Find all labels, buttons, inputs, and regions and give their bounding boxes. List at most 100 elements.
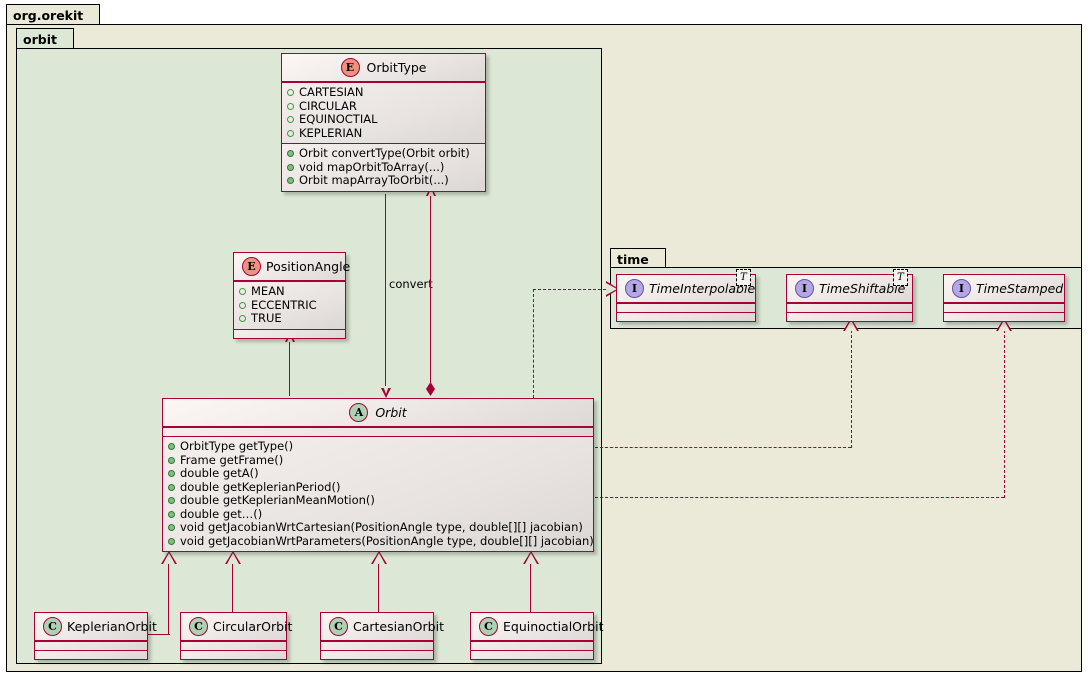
- class-header-orbittype: E OrbitType: [282, 54, 485, 82]
- package-time-label: time: [617, 251, 649, 267]
- method-row: void getJacobianWrtParameters(PositionAn…: [168, 534, 594, 549]
- class-methods-orbittype: Orbit convertType(Orbit orbit) void mapO…: [282, 143, 485, 191]
- class-header-circularorbit: C CircularOrbit: [181, 613, 292, 641]
- edge-keplerian-h: [148, 634, 170, 636]
- class-badge-icon: C: [329, 617, 348, 636]
- interface-badge-icon: I: [952, 279, 971, 298]
- class-box-orbittype[interactable]: E OrbitType CARTESIAN CIRCULAR EQUINOCTI…: [281, 53, 486, 192]
- public-method-bullet-icon: [168, 470, 175, 478]
- class-badge-icon: C: [479, 617, 498, 636]
- public-method-bullet-icon: [168, 443, 175, 451]
- package-orbit-tab: orbit: [16, 28, 74, 49]
- class-methods-cartesianorbit: [321, 650, 433, 659]
- class-header-keplerianorbit: C KeplerianOrbit: [35, 613, 157, 641]
- class-header-orbit: A Orbit: [163, 399, 593, 427]
- class-box-timeinterpolable[interactable]: I TimeInterpolable T: [616, 269, 756, 322]
- edge-convert-line: [385, 194, 387, 388]
- generic-type-badge: T: [736, 269, 751, 286]
- enum-constant: ECCENTRIC: [239, 298, 341, 313]
- class-fields-positionangle: MEAN ECCENTRIC TRUE: [234, 281, 345, 329]
- abstract-badge-icon: A: [349, 403, 369, 422]
- method-row: double getA(): [168, 466, 589, 481]
- public-method-bullet-icon: [168, 524, 175, 532]
- class-box-equinoctialorbit[interactable]: C EquinoctialOrbit: [470, 612, 603, 660]
- enum-constant: CARTESIAN: [287, 85, 481, 100]
- interface-badge-icon: I: [795, 279, 814, 298]
- public-method-bullet-icon: [287, 177, 294, 185]
- field-bullet-icon: [287, 129, 294, 137]
- method-row: Orbit mapArrayToOrbit(...): [287, 173, 481, 188]
- class-fields-orbittype: CARTESIAN CIRCULAR EQUINOCTIAL KEPLERIAN: [282, 82, 485, 143]
- class-box-positionangle[interactable]: E PositionAngle MEAN ECCENTRIC TRUE: [233, 252, 350, 339]
- class-box-cartesianorbit[interactable]: C CartesianOrbit: [320, 612, 444, 660]
- edge-equinoctial-v: [530, 564, 532, 612]
- enum-constant: EQUINOCTIAL: [287, 112, 481, 127]
- method-row: Frame getFrame(): [168, 453, 589, 468]
- class-methods-orbit: OrbitType getType() Frame getFrame() dou…: [163, 436, 594, 551]
- edge-keplerian-arrowhead: [161, 551, 177, 564]
- edge-convert-arrowhead: [381, 386, 391, 398]
- class-fields-equinoctialorbit: [471, 641, 593, 650]
- method-row: void getJacobianWrtCartesian(PositionAng…: [168, 520, 589, 535]
- edge-equinoctial-arrowhead: [523, 551, 539, 564]
- class-title-orbit: Orbit: [375, 405, 407, 420]
- edge-timestamped-v: [1004, 330, 1005, 498]
- field-bullet-icon: [287, 102, 294, 110]
- class-methods-keplerianorbit: [35, 650, 147, 659]
- field-bullet-icon: [239, 315, 246, 323]
- class-title-cartesianorbit: CartesianOrbit: [353, 619, 444, 634]
- generic-type-badge: T: [893, 269, 908, 286]
- field-bullet-icon: [287, 116, 294, 124]
- class-header-equinoctialorbit: C EquinoctialOrbit: [471, 613, 603, 641]
- class-box-circularorbit[interactable]: C CircularOrbit: [180, 612, 292, 660]
- method-row: double getKeplerianMeanMotion(): [168, 493, 589, 508]
- public-method-bullet-icon: [287, 163, 294, 171]
- edge-timeshiftable-h: [595, 447, 851, 448]
- class-header-timeshiftable: I TimeShiftable T: [787, 269, 912, 303]
- class-title-positionangle: PositionAngle: [266, 259, 351, 274]
- field-bullet-icon: [239, 288, 246, 296]
- class-header-positionangle: E PositionAngle: [234, 253, 350, 281]
- class-title-timestamped: TimeStamped: [976, 281, 1064, 296]
- method-row: double getKeplerianPeriod(): [168, 480, 589, 495]
- class-box-timestamped[interactable]: I TimeStamped: [943, 274, 1065, 322]
- edge-composition-line: [430, 196, 432, 388]
- class-title-circularorbit: CircularOrbit: [213, 619, 293, 634]
- class-box-keplerianorbit[interactable]: C KeplerianOrbit: [34, 612, 157, 660]
- class-header-cartesianorbit: C CartesianOrbit: [321, 613, 444, 641]
- class-fields-keplerianorbit: [35, 641, 147, 650]
- edge-positionangle-line: [289, 340, 291, 396]
- public-method-bullet-icon: [168, 497, 175, 505]
- class-methods-positionangle: [234, 328, 345, 338]
- public-method-bullet-icon: [168, 456, 175, 464]
- edge-cartesian-arrowhead: [371, 551, 387, 564]
- method-row: OrbitType getType(): [168, 439, 589, 454]
- edge-cartesian-v: [378, 564, 380, 612]
- field-bullet-icon: [287, 89, 294, 97]
- edge-timeinterpolable-h: [533, 289, 606, 290]
- class-fields-cartesianorbit: [321, 641, 433, 650]
- class-fields-timeshiftable: [787, 303, 912, 312]
- package-orbit-label: orbit: [23, 31, 57, 47]
- class-box-orbit[interactable]: A Orbit OrbitType getType() Frame getFra…: [162, 398, 594, 552]
- interface-badge-icon: I: [625, 279, 644, 298]
- class-title-keplerianorbit: KeplerianOrbit: [67, 619, 157, 634]
- method-row: void mapOrbitToArray(...): [287, 160, 481, 175]
- class-title-timeshiftable: TimeShiftable: [819, 281, 906, 296]
- class-badge-icon: C: [189, 617, 208, 636]
- class-fields-orbit: [163, 427, 593, 436]
- edge-circular-v: [232, 564, 234, 612]
- edge-timeshiftable-v: [851, 330, 852, 448]
- class-title-equinoctialorbit: EquinoctialOrbit: [503, 619, 604, 634]
- package-time-tab: time: [610, 248, 666, 269]
- class-badge-icon: C: [43, 617, 62, 636]
- class-methods-circularorbit: [181, 650, 286, 659]
- public-method-bullet-icon: [168, 510, 175, 518]
- class-fields-circularorbit: [181, 641, 286, 650]
- edge-timeinterpolable-v: [533, 289, 534, 398]
- class-methods-timeshiftable: [787, 312, 912, 321]
- class-box-timeshiftable[interactable]: I TimeShiftable T: [786, 269, 913, 322]
- method-row: double get…(): [168, 507, 589, 522]
- edge-timeinterpolable-arrowhead: [606, 281, 619, 297]
